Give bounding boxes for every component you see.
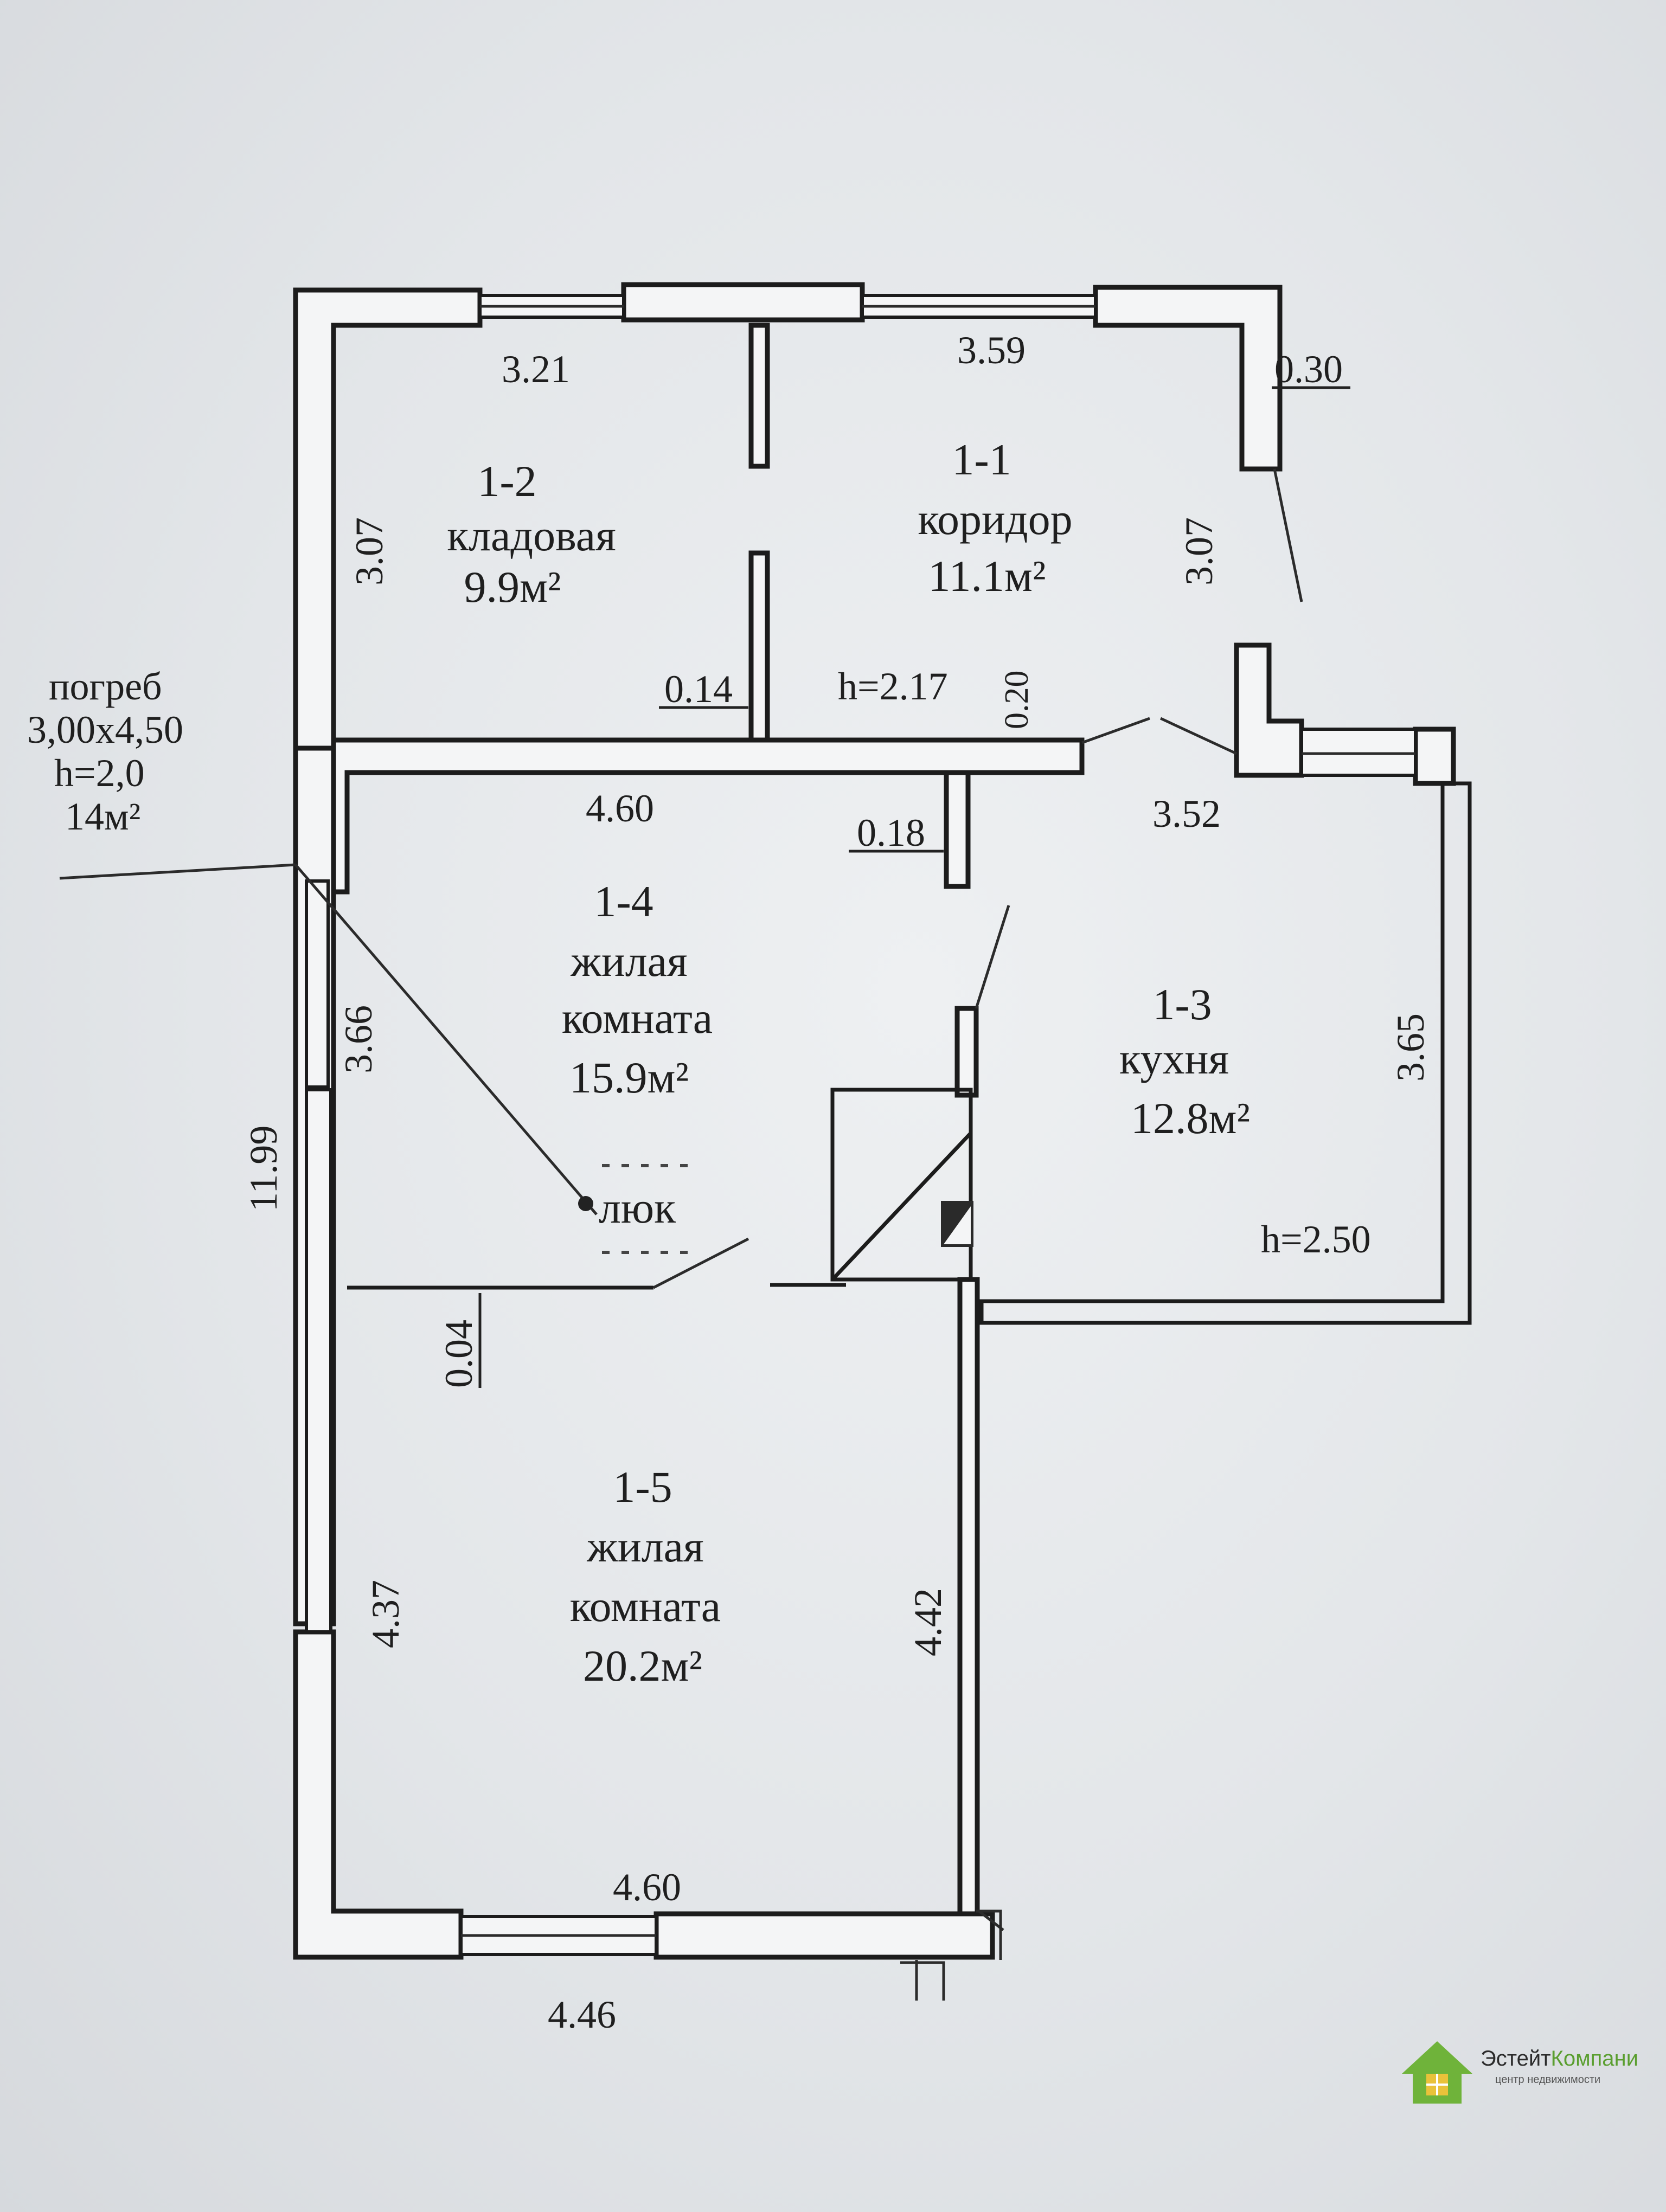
room-1-3-id: 1-3 (1152, 980, 1212, 1029)
dim-3-21: 3.21 (502, 348, 570, 391)
dim-3-07-left: 3.07 (348, 517, 391, 586)
room-1-1-name: коридор (918, 494, 1072, 544)
cellar-line-3: h=2,0 (54, 751, 145, 795)
cellar-line-1: погреб (49, 665, 162, 708)
room-1-4-name-2: комната (562, 993, 713, 1043)
dim-4-46: 4.46 (548, 1993, 616, 2036)
dim-0-20: 0.20 (998, 671, 1035, 730)
room-1-3-label: 1-3 кухня 12.8м² (1119, 980, 1250, 1143)
dim-4-37: 4.37 (364, 1580, 407, 1648)
dim-4-60-bottom: 4.60 (613, 1866, 681, 1909)
dim-0-18: 0.18 (857, 811, 925, 854)
room-1-3-area: 12.8м² (1131, 1094, 1250, 1143)
room-1-5-name-2: комната (570, 1581, 721, 1631)
room-1-2-name: кладовая (447, 511, 616, 560)
height-2-17: h=2.17 (838, 665, 948, 708)
room-1-2-area: 9.9м² (464, 562, 561, 612)
dim-3-52: 3.52 (1152, 792, 1221, 835)
dim-3-07-right: 3.07 (1177, 517, 1221, 586)
room-1-4-id: 1-4 (594, 877, 653, 926)
house-logo-icon (1402, 2041, 1472, 2104)
dim-3-59: 3.59 (957, 329, 1026, 372)
room-1-2-id: 1-2 (477, 456, 536, 506)
company-logo: ЭстейтКомпани центр недвижимости (1396, 2030, 1638, 2112)
room-1-5-id: 1-5 (613, 1462, 672, 1512)
cellar-note: погреб 3,00x4,50 h=2,0 14м² (27, 665, 183, 838)
height-2-50: h=2.50 (1261, 1218, 1371, 1261)
dim-3-66: 3.66 (337, 1005, 380, 1073)
logo-tagline: центр недвижимости (1495, 2074, 1601, 2086)
cellar-line-4: 14м² (65, 795, 140, 838)
room-1-1-area: 11.1м² (928, 551, 1046, 601)
dimensions: 3.21 3.59 0.30 3.07 3.07 0.14 h=2.17 0.2… (242, 329, 1432, 2036)
logo-brand: ЭстейтКомпани (1481, 2047, 1638, 2071)
dim-4-60-top: 4.60 (586, 787, 654, 830)
room-1-2-label: 1-2 кладовая 9.9м² (447, 456, 616, 612)
room-1-1-id: 1-1 (952, 435, 1011, 484)
windows (305, 294, 1417, 1956)
room-1-4-label: 1-4 жилая комната 15.9м² (562, 877, 713, 1102)
room-1-1-label: 1-1 коридор 11.1м² (918, 435, 1072, 601)
hatch-label: люк (599, 1183, 676, 1232)
dim-0-04: 0.04 (437, 1320, 480, 1388)
logo-brand-a: Эстейт (1481, 2047, 1551, 2070)
room-1-5-label: 1-5 жилая комната 20.2м² (570, 1462, 721, 1690)
dim-0-30: 0.30 (1274, 348, 1343, 391)
dim-4-42: 4.42 (906, 1588, 950, 1656)
interior-walls (59, 323, 1303, 2001)
dim-3-65: 3.65 (1389, 1013, 1432, 1082)
room-1-5-area: 20.2м² (583, 1641, 702, 1690)
cellar-line-2: 3,00x4,50 (27, 708, 183, 751)
logo-brand-b: Компани (1550, 2047, 1638, 2070)
dim-11-99: 11.99 (242, 1126, 285, 1212)
dim-0-14: 0.14 (664, 667, 733, 711)
room-1-5-name-1: жилая (586, 1522, 704, 1571)
room-1-4-name-1: жилая (570, 936, 688, 986)
room-1-4-area: 15.9м² (569, 1053, 689, 1102)
room-1-3-name: кухня (1119, 1034, 1229, 1083)
